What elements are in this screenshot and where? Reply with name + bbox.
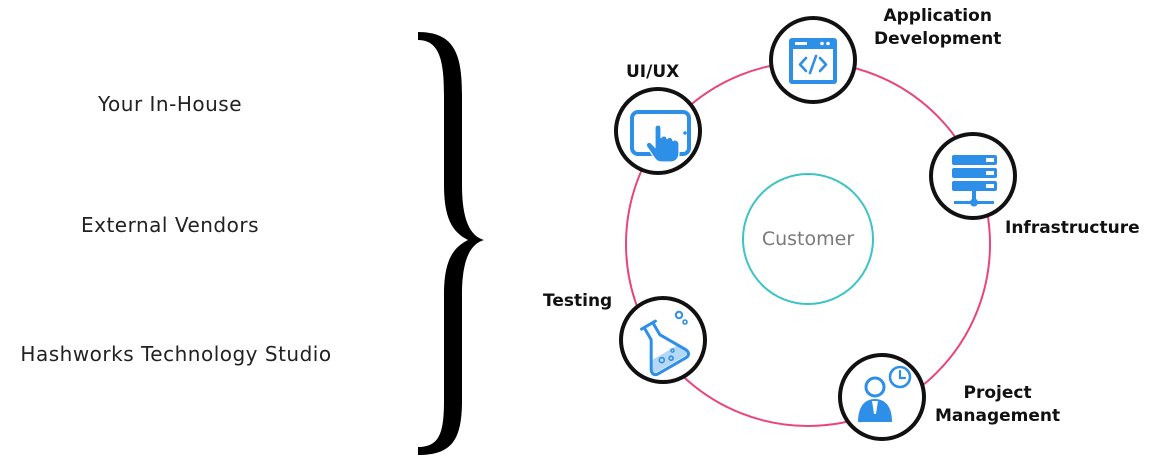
node-testing: [619, 296, 707, 384]
node-label-line: Testing: [543, 291, 613, 311]
node-ui-ux: [614, 87, 702, 175]
customer-label: Customer: [761, 228, 855, 250]
node-label-line: Management: [935, 406, 1061, 426]
node-label-line: UI/UX: [626, 62, 680, 82]
node-application-development: [769, 16, 857, 104]
node-project-management: [838, 353, 926, 441]
source-label-in-house: Your In-House: [97, 92, 243, 116]
node-label-infrastructure: Infrastructure: [1005, 217, 1140, 240]
tablet-touch-icon: [630, 110, 691, 163]
node-label-testing: Testing: [543, 290, 612, 313]
node-infrastructure: [929, 132, 1017, 220]
server-rack-icon: [952, 155, 997, 207]
node-label-ui-ux: UI/UX: [626, 61, 679, 84]
node-label-line: Development: [874, 29, 1002, 49]
source-label-hashworks: Hashworks Technology Studio: [20, 342, 332, 366]
code-window-icon: [789, 38, 837, 84]
customer-ring: [742, 173, 874, 305]
source-label-external-vendors: External Vendors: [80, 213, 260, 237]
person-clock-icon: [858, 365, 912, 422]
node-label-application-development: Application Development: [874, 5, 1001, 51]
node-label-line: Infrastructure: [1005, 218, 1140, 238]
node-label-line: Project: [963, 383, 1032, 403]
node-label-line: Application: [883, 6, 992, 26]
curly-brace: [418, 32, 484, 455]
flask-icon: [640, 310, 691, 377]
node-label-project-management: Project Management: [935, 382, 1060, 428]
